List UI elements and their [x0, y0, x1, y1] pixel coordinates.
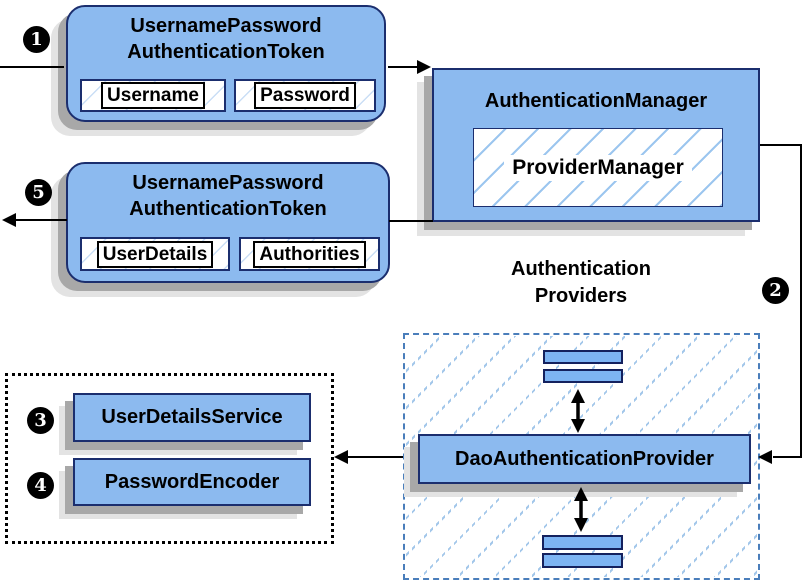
provider-placeholder-bar	[543, 350, 623, 364]
provider-placeholder-bar	[543, 369, 623, 383]
authorities-field-label: Authorities	[253, 240, 366, 268]
username-password-token-response-box: UsernamePassword AuthenticationToken Use…	[66, 162, 390, 283]
username-field-label: Username	[101, 82, 205, 109]
step-badge-5: 5	[25, 179, 52, 206]
authentication-providers-heading: Authentication Providers	[511, 258, 651, 307]
step-badge-3: 3	[27, 407, 54, 434]
provider-manager-box: ProviderManager	[473, 128, 723, 207]
user-details-services-region	[5, 373, 334, 544]
user-details-service-box: UserDetailsService	[73, 393, 311, 442]
provider-placeholder-bar	[542, 553, 623, 568]
userdetails-field-box: UserDetails	[80, 237, 230, 271]
authorities-field-box: Authorities	[239, 237, 380, 271]
step-badge-4: 4	[27, 472, 54, 499]
arrowhead-into-provider	[758, 450, 772, 464]
dao-authentication-provider-box: DaoAuthenticationProvider	[418, 434, 751, 484]
username-field-box: Username	[80, 79, 226, 112]
password-field-label: Password	[254, 82, 356, 109]
authentication-manager-title: AuthenticationManager	[484, 90, 708, 112]
step-badge-2: 2	[762, 277, 789, 304]
request-token-title: UsernamePassword AuthenticationToken	[127, 15, 325, 63]
authentication-manager-box: AuthenticationManager ProviderManager	[432, 68, 760, 222]
arrowhead-response-out	[2, 213, 16, 227]
password-field-box: Password	[234, 79, 376, 112]
userdetails-field-label: UserDetails	[96, 240, 214, 268]
response-token-title: UsernamePassword AuthenticationToken	[129, 172, 327, 220]
provider-placeholder-bar	[542, 535, 623, 550]
arrowhead-into-manager	[417, 60, 431, 74]
provider-manager-label: ProviderManager	[504, 154, 692, 181]
password-encoder-box: PasswordEncoder	[73, 458, 311, 506]
step-badge-1: 1	[23, 26, 50, 53]
username-password-token-request-box: UsernamePassword AuthenticationToken Use…	[66, 5, 386, 122]
arrowhead-into-services	[334, 450, 348, 464]
